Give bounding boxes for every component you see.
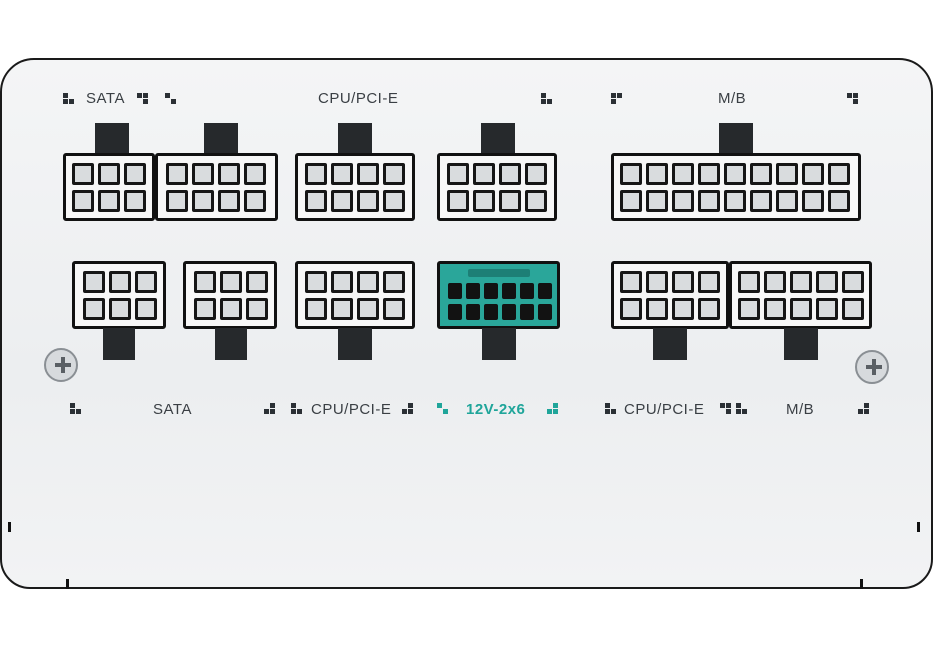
pixel-mark [847, 93, 861, 105]
pixel-mark [137, 93, 151, 105]
pixel-mark [605, 403, 619, 415]
motherboard-port-top[interactable] [611, 153, 861, 221]
latch-tab [95, 123, 129, 155]
edge-tick [8, 522, 11, 532]
pixel-mark [858, 403, 872, 415]
pixel-mark [720, 403, 734, 415]
pixel-mark [63, 93, 77, 105]
latch-tab [338, 328, 372, 360]
pixel-mark [736, 403, 750, 415]
pixel-mark [611, 93, 625, 105]
pixel-mark [541, 93, 555, 105]
label-12v-2x6: 12V-2x6 [466, 401, 526, 418]
pixel-mark-accent [437, 403, 451, 415]
label-bottom-sata: SATA [153, 401, 192, 418]
latch-tab [719, 123, 753, 155]
latch-tab [653, 328, 687, 360]
edge-tick [66, 579, 69, 589]
latch-tab [215, 328, 247, 360]
latch-tab [204, 123, 238, 155]
pixel-mark [291, 403, 305, 415]
cpu-pcie-port-top-1[interactable] [295, 153, 415, 221]
pixel-mark [70, 403, 84, 415]
label-bottom-cpu-pcie-right: CPU/PCI-E [624, 401, 705, 418]
cpu-pcie-port-bottom-right[interactable] [611, 261, 729, 329]
edge-tick [917, 522, 920, 532]
12v-2x6-port[interactable] [437, 261, 560, 329]
sata-port-bottom-2[interactable] [183, 261, 277, 329]
latch-tab [481, 123, 515, 155]
label-top-cpu-pcie: CPU/PCI-E [318, 90, 399, 107]
pixel-mark [165, 93, 179, 105]
sata-6pin-port-top-left[interactable] [63, 153, 155, 221]
edge-tick [860, 579, 863, 589]
label-top-mb: M/B [718, 90, 747, 107]
cpu-pcie-port-bottom[interactable] [295, 261, 415, 329]
screw-icon [855, 350, 889, 384]
pixel-mark [402, 403, 416, 415]
label-bottom-mb: M/B [786, 401, 815, 418]
latch-tab [338, 123, 372, 155]
pixel-mark [264, 403, 278, 415]
label-bottom-cpu-pcie-left: CPU/PCI-E [311, 401, 392, 418]
sata-8pin-port-top[interactable] [155, 153, 278, 221]
screw-icon [44, 348, 78, 382]
motherboard-port-bottom[interactable] [729, 261, 872, 329]
sata-port-bottom-1[interactable] [72, 261, 166, 329]
label-top-sata: SATA [86, 90, 125, 107]
latch-tab [482, 328, 516, 360]
pixel-mark-accent [547, 403, 561, 415]
latch-tab [103, 328, 135, 360]
latch-tab [784, 328, 818, 360]
cpu-pcie-port-top-2[interactable] [437, 153, 557, 221]
